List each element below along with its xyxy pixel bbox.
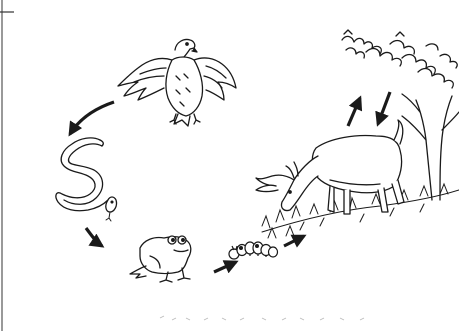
arrow-tree-to-goat — [378, 92, 390, 124]
goat-icon — [256, 120, 404, 214]
arrow-goat-to-tree — [348, 98, 360, 126]
eagle-icon — [118, 39, 236, 126]
arrow-snake-to-frog — [86, 228, 102, 246]
frog-icon — [130, 236, 191, 282]
arrow-eagle-to-snake — [70, 102, 114, 134]
arrow-frog-to-caterpillar — [214, 262, 236, 272]
arrow-caterpillar-to-goat — [284, 236, 304, 246]
snake-icon — [56, 138, 117, 221]
scan-noise — [160, 316, 364, 320]
caterpillar-icon — [229, 242, 278, 259]
